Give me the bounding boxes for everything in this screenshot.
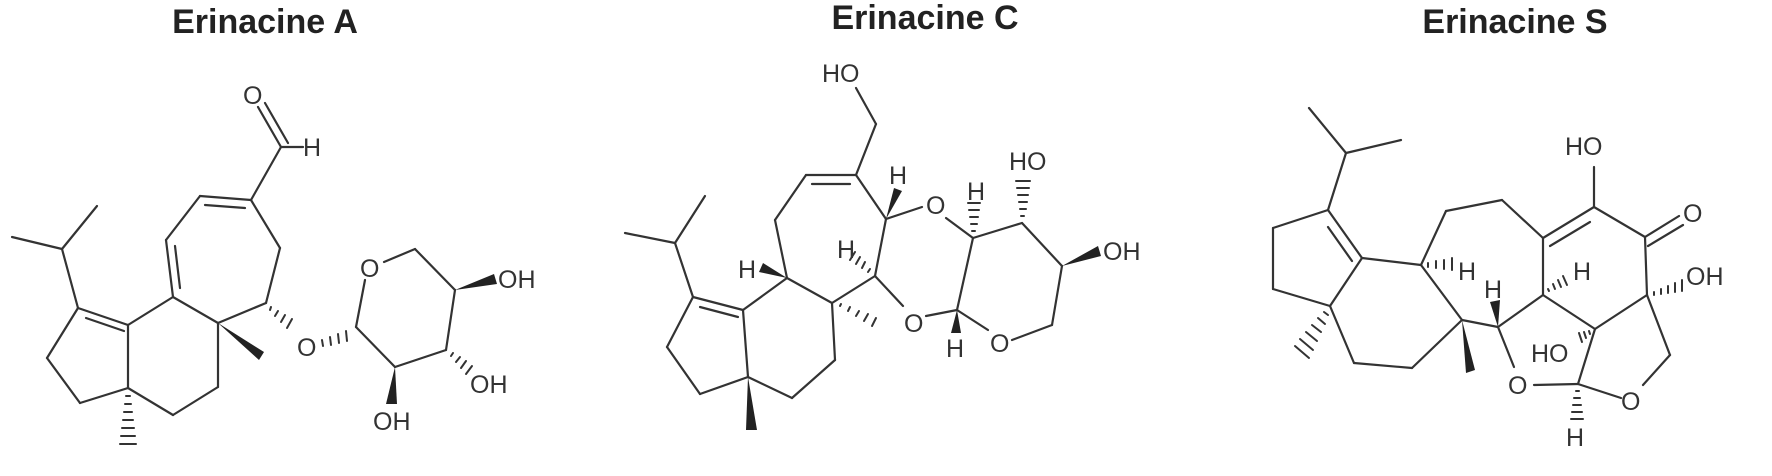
- hashed-oh-c1: [1015, 180, 1031, 217]
- hashed-bond-a-o: [269, 306, 293, 329]
- label-aldehyde-h: H: [303, 134, 321, 162]
- label-ho-ring-c: HO: [1009, 148, 1047, 176]
- wedge-oh-a-3: [386, 367, 397, 404]
- hashed-h-s4: [1570, 390, 1584, 420]
- label-h-s1: H: [1458, 258, 1476, 286]
- wedge-h-c5: [951, 310, 961, 333]
- label-h-c5: H: [946, 335, 964, 363]
- wedge-h-c1: [759, 263, 787, 278]
- label-ho-top-s: HO: [1565, 133, 1603, 161]
- hashed-h-s2: [1547, 275, 1568, 292]
- label-h-c4: H: [967, 178, 985, 206]
- label-o-s2: O: [1621, 388, 1640, 416]
- label-oh-a-1: OH: [498, 266, 536, 294]
- structure-erinacine-c: HO H H H O O: [623, 60, 1141, 430]
- wedge-oh-a-1: [455, 274, 497, 290]
- wedge-methyl-a2: [218, 323, 264, 360]
- hashed-methyl-c2: [839, 303, 877, 327]
- structure-erinacine-a: O H O O OH: [10, 82, 536, 445]
- label-h-s2: H: [1573, 258, 1591, 286]
- hashed-h-c2: [849, 251, 871, 273]
- label-h-c3: H: [889, 162, 907, 190]
- hashed-h-c4: [967, 202, 981, 232]
- label-glycosidic-o: O: [297, 334, 316, 362]
- label-oh-right-c: OH: [1103, 238, 1141, 266]
- structure-erinacine-s: H HO O H OH: [1271, 106, 1724, 452]
- label-o-c1: O: [926, 192, 945, 220]
- label-ketone-o: O: [1683, 200, 1702, 228]
- hashed-oh-a-2: [450, 352, 473, 375]
- label-h-c2: H: [837, 236, 855, 264]
- label-h-s3: H: [1484, 276, 1502, 304]
- hashed-methyl-s1: [1294, 311, 1329, 359]
- label-o-c2: O: [904, 310, 923, 338]
- hashed-oh-s1: [1653, 279, 1683, 296]
- label-ho-inner-s: HO: [1531, 340, 1569, 368]
- label-o-s1: O: [1508, 372, 1527, 400]
- wedge-h-s3: [1490, 300, 1500, 327]
- title-erinacine-c: Erinacine C: [831, 0, 1019, 37]
- label-oh-right-s: OH: [1686, 263, 1724, 291]
- label-h-c1: H: [738, 256, 756, 284]
- label-aldehyde-o: O: [243, 82, 262, 110]
- label-o-c3: O: [990, 330, 1009, 358]
- label-h-s4: H: [1566, 424, 1584, 452]
- hashed-bond-a-anomeric: [321, 330, 348, 347]
- hashed-h-s1: [1427, 257, 1453, 271]
- wedge-methyl-s2: [1462, 320, 1475, 373]
- label-oh-a-2: OH: [470, 371, 508, 399]
- wedge-methyl-c1: [746, 377, 757, 430]
- wedge-h-c3: [886, 188, 902, 219]
- label-ho-top-c: HO: [822, 60, 860, 88]
- hashed-oh-s2: [1578, 330, 1591, 343]
- label-oh-a-3: OH: [373, 408, 411, 436]
- wedge-oh-c2: [1062, 246, 1101, 266]
- title-erinacine-s: Erinacine S: [1422, 3, 1608, 41]
- label-ring-o-a: O: [360, 255, 379, 283]
- title-erinacine-a: Erinacine A: [172, 3, 358, 41]
- hashed-methyl-a1: [119, 395, 137, 445]
